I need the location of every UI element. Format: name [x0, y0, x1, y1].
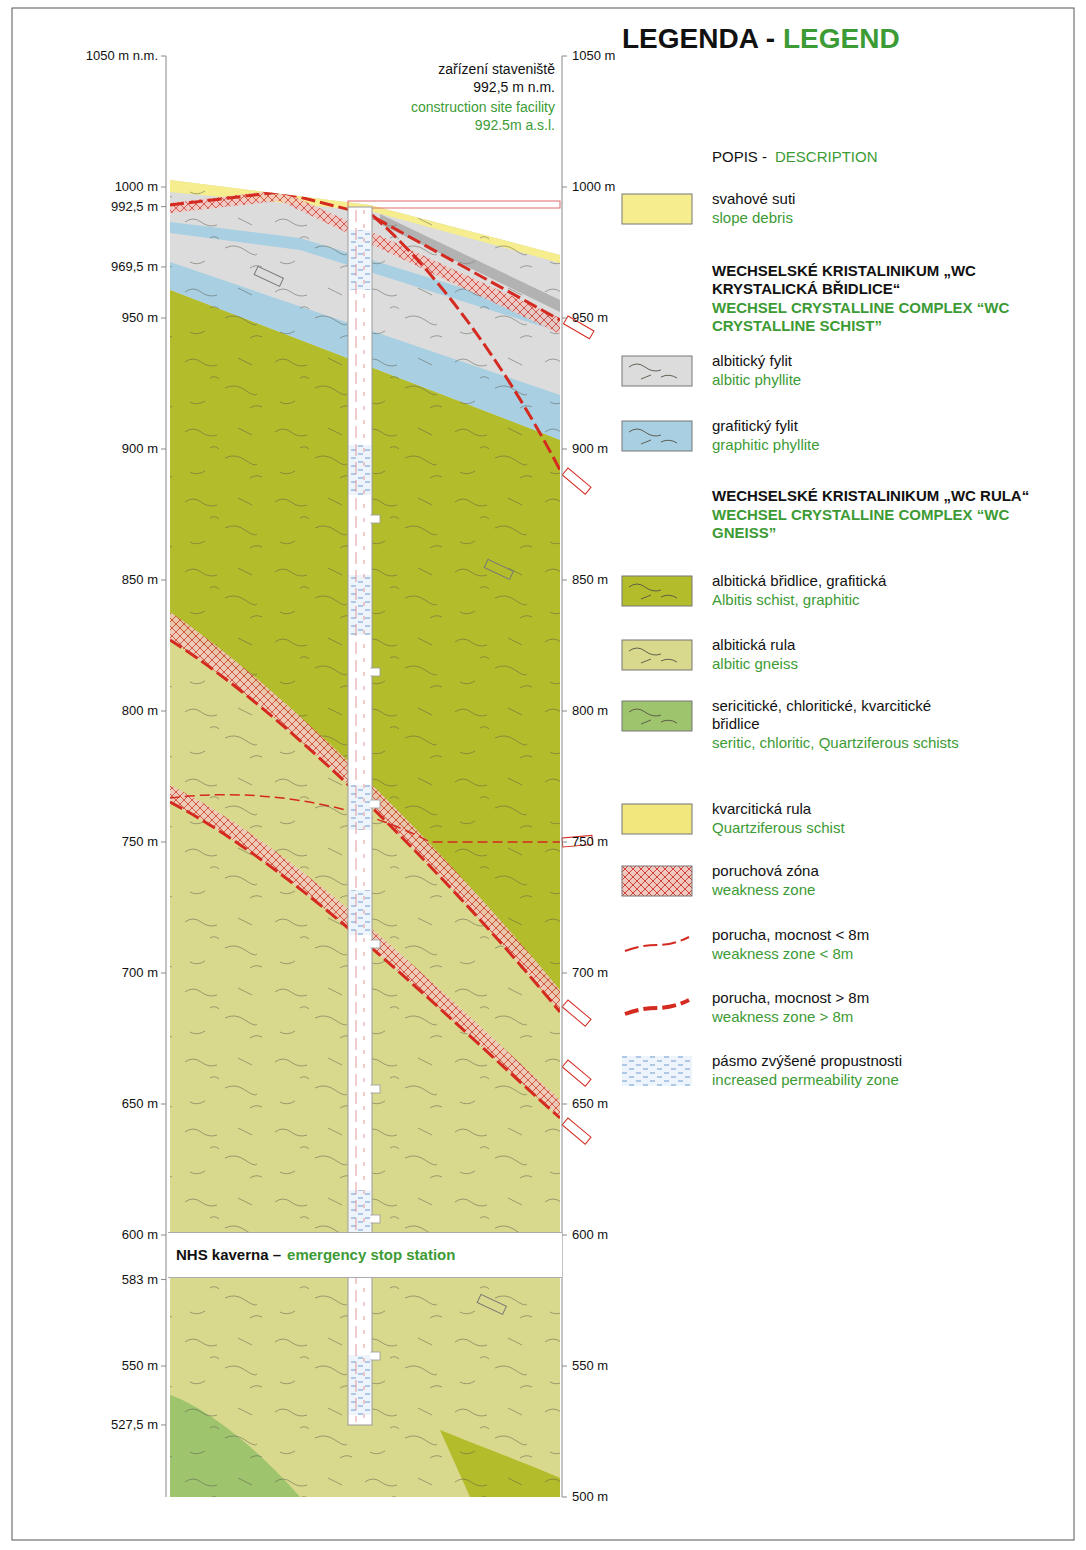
legend-text-en: Quartziferous schist — [712, 819, 962, 837]
legend-text-en: seritic, chloritic, Quartziferous schist… — [712, 734, 962, 752]
legend-swatch — [622, 194, 692, 224]
axis-label: 969,5 m — [111, 259, 158, 275]
axis-label: 700 m — [572, 965, 608, 981]
legend-text-en: weakness zone > 8m — [712, 1008, 962, 1026]
legend-text-en: Albitis schist, graphitic — [712, 591, 962, 609]
axis-label: 950 m — [122, 310, 158, 326]
axis-label: 700 m — [122, 965, 158, 981]
legend-swatch-box — [621, 865, 693, 897]
site-label: zařízení staveniště — [438, 60, 555, 78]
legend-swatch-box — [621, 575, 693, 607]
axis-label: 600 m — [572, 1227, 608, 1243]
axis-label: 1000 m — [115, 179, 158, 195]
axis-label: 800 m — [572, 703, 608, 719]
axis-label: 800 m — [122, 703, 158, 719]
legend-text: albitická břidlice, grafitická — [712, 572, 962, 590]
legend-swatch-box — [621, 193, 693, 225]
axis-label: 950 m — [572, 310, 608, 326]
axis-label: 1050 m n.m. — [86, 48, 158, 64]
legend-text-en: graphitic phyllite — [712, 436, 962, 454]
legend-swatch — [622, 576, 692, 606]
legend-text: kvarcitická rula — [712, 800, 962, 818]
axis-label: 992,5 m — [111, 199, 158, 215]
legend-text-en: weakness zone — [712, 881, 962, 899]
legend-swatch — [622, 804, 692, 834]
axis-label: 1000 m — [572, 179, 615, 195]
legend-text: poruchová zóna — [712, 862, 962, 880]
legend-title: LEGENDA -LEGEND — [622, 22, 900, 56]
legend-swatch-box — [621, 929, 693, 961]
legend-text: albitická rula — [712, 636, 962, 654]
legend-text: porucha, mocnost > 8m — [712, 989, 962, 1007]
cavern-name-en: emergency stop station — [287, 1246, 455, 1264]
legend-swatch-box — [621, 639, 693, 671]
legend-heading: WECHSEL CRYSTALLINE COMPLEX “WC GNEISS” — [712, 506, 1072, 542]
legend-swatch-box — [621, 803, 693, 835]
legend-text-en: albitic phyllite — [712, 371, 962, 389]
axis-label: 850 m — [122, 572, 158, 588]
legend-text-en: increased permeability zone — [712, 1071, 962, 1089]
legend-subtitle-en: DESCRIPTION — [775, 148, 878, 166]
axis-label: 850 m — [572, 572, 608, 588]
axis-label: 550 m — [122, 1358, 158, 1374]
site-label: 992,5 m n.m. — [473, 78, 555, 96]
legend-text: svahové suti — [712, 190, 962, 208]
legend-title-cz: LEGENDA - — [622, 22, 775, 56]
axis-label: 750 m — [572, 834, 608, 850]
cavern-name: NHS kaverna – — [176, 1246, 281, 1264]
legend-text: albitický fylit — [712, 352, 962, 370]
axis-label: 900 m — [122, 441, 158, 457]
legend-swatch — [622, 701, 692, 731]
legend-swatch-box — [621, 992, 693, 1024]
axis-label: 583 m — [122, 1272, 158, 1288]
legend-heading: WECHSEL CRYSTALLINE COMPLEX “WC CRYSTALL… — [712, 299, 1072, 335]
legend-subtitle-cz: POPIS - — [712, 148, 767, 166]
legend-swatch — [622, 640, 692, 670]
legend-swatch-box — [621, 355, 693, 387]
legend-heading: WECHSELSKÉ KRISTALINIKUM „WC RULA“ — [712, 487, 1072, 505]
site-label: construction site facility 992.5m a.s.l. — [375, 98, 555, 134]
legend-text-en: albitic gneiss — [712, 655, 962, 673]
axis-label: 750 m — [122, 834, 158, 850]
legend-swatch-box — [621, 700, 693, 732]
axis-label: 650 m — [122, 1096, 158, 1112]
legend-swatch — [622, 866, 692, 896]
axis-label: 527,5 m — [111, 1417, 158, 1433]
cavern-band: NHS kaverna – emergency stop station — [168, 1232, 562, 1278]
legend-text-en: slope debris — [712, 209, 962, 227]
legend-text: porucha, mocnost < 8m — [712, 926, 962, 944]
axis-label: 650 m — [572, 1096, 608, 1112]
axis-label: 550 m — [572, 1358, 608, 1374]
legend-swatch — [622, 1056, 692, 1086]
legend-swatch-box — [621, 420, 693, 452]
axis-label: 900 m — [572, 441, 608, 457]
legend-line-sample — [625, 1000, 689, 1014]
legend-swatch — [622, 356, 692, 386]
axis-label: 600 m — [122, 1227, 158, 1243]
legend-text-en: weakness zone < 8m — [712, 945, 962, 963]
legend-text: pásmo zvýšené propustnosti — [712, 1052, 962, 1070]
legend-subtitle: POPIS - DESCRIPTION — [712, 148, 878, 166]
axis-label: 1050 m — [572, 48, 615, 64]
legend-heading: WECHSELSKÉ KRISTALINIKUM „WC KRYSTALICKÁ… — [712, 262, 1072, 298]
legend-text: grafitický fylit — [712, 417, 962, 435]
axis-label: 500 m — [572, 1489, 608, 1505]
legend-text: sericitické, chloritické, kvarcitické bř… — [712, 697, 962, 733]
legend-line-sample — [625, 937, 689, 951]
legend-swatch-box — [621, 1055, 693, 1087]
legend-title-en: LEGEND — [783, 22, 900, 56]
legend-swatch — [622, 421, 692, 451]
